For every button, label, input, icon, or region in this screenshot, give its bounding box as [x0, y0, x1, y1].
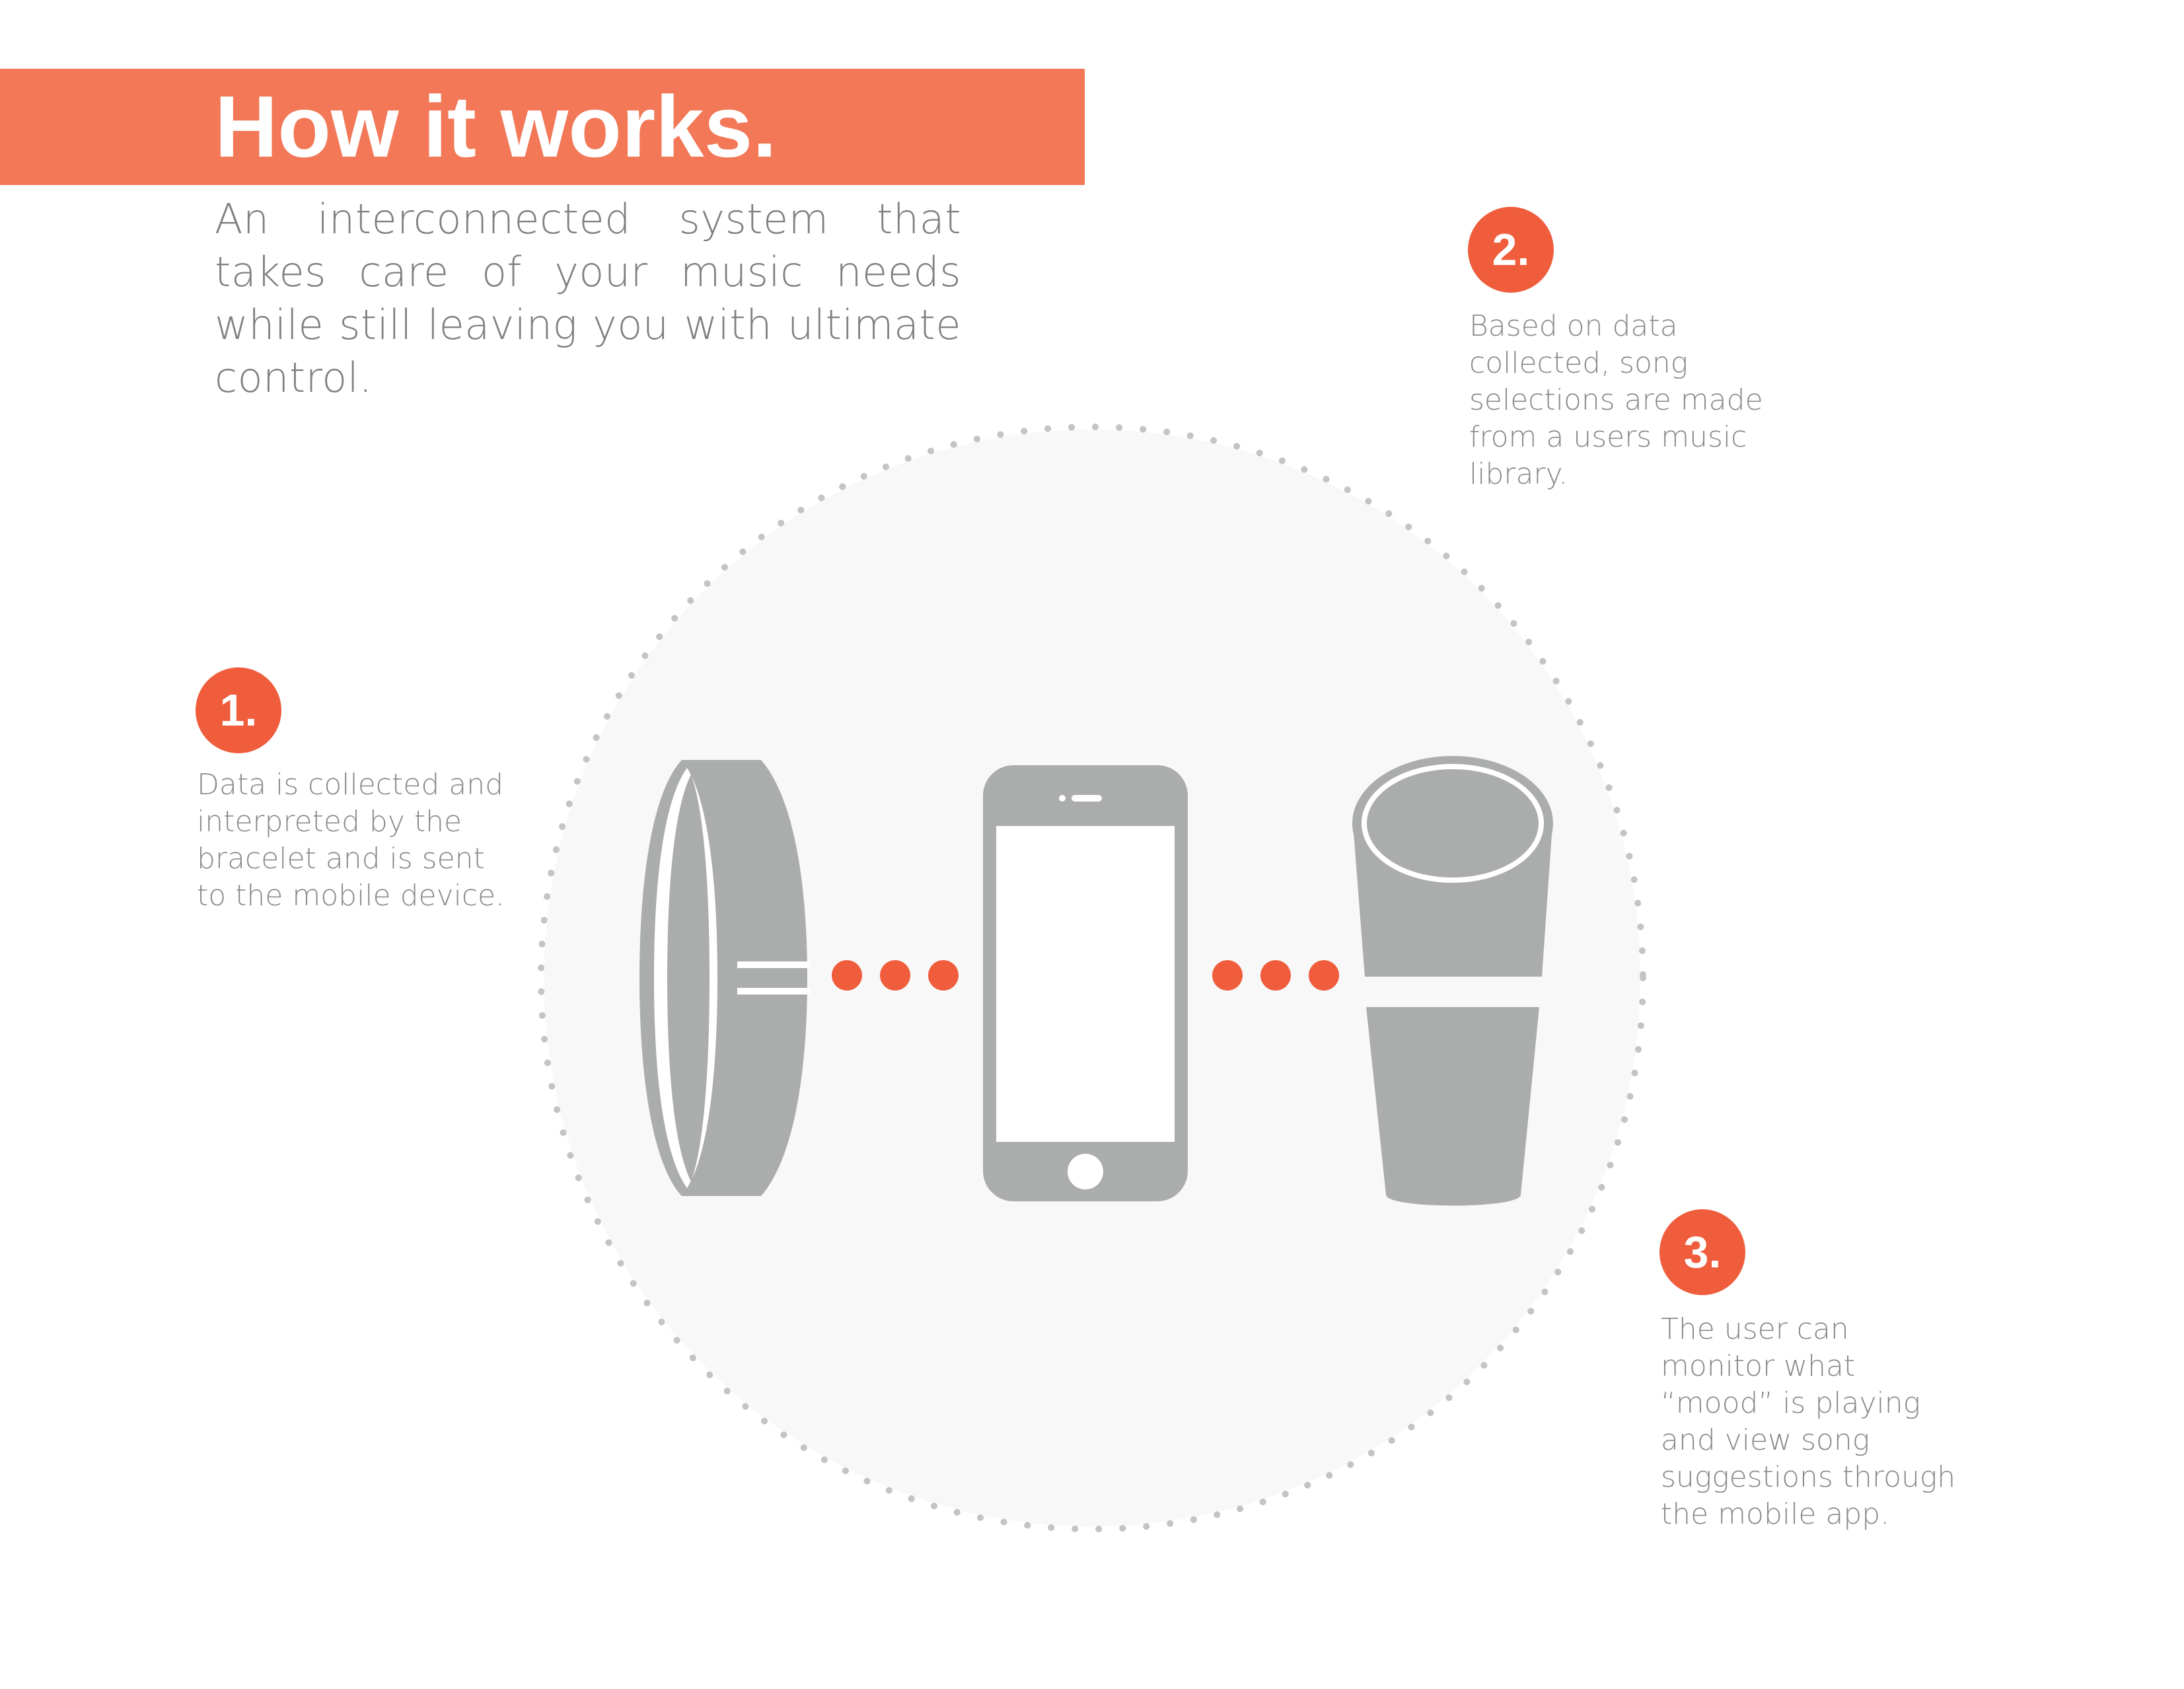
connector-dot [880, 960, 910, 991]
connector-dot [832, 960, 862, 991]
step-2-description: Based on data collected, song selections… [1469, 309, 1763, 491]
page-subtitle: An interconnected system that takes care… [215, 195, 961, 402]
page-title: How it works. [215, 78, 777, 175]
step-1-description: Data is collected and interpreted by the… [197, 768, 505, 913]
step-3-badge: 3. [1659, 1209, 1745, 1295]
connector-dots-left [832, 960, 959, 991]
system-circle-dotted-border [538, 424, 1646, 1532]
connector-dots-right [1212, 960, 1339, 991]
connector-dot [1309, 960, 1339, 991]
step-1-badge: 1. [196, 667, 281, 753]
step-3-description: The user can monitor what “mood” is play… [1661, 1312, 1956, 1531]
connector-dot [1260, 960, 1291, 991]
connector-dot [928, 960, 959, 991]
speaker-icon [1352, 756, 1553, 1206]
step-2-badge: 2. [1468, 207, 1554, 293]
bracelet-icon [639, 760, 810, 1196]
connector-dot [1212, 960, 1243, 991]
title-banner: How it works. [0, 69, 1085, 185]
smartphone-icon [983, 765, 1188, 1201]
